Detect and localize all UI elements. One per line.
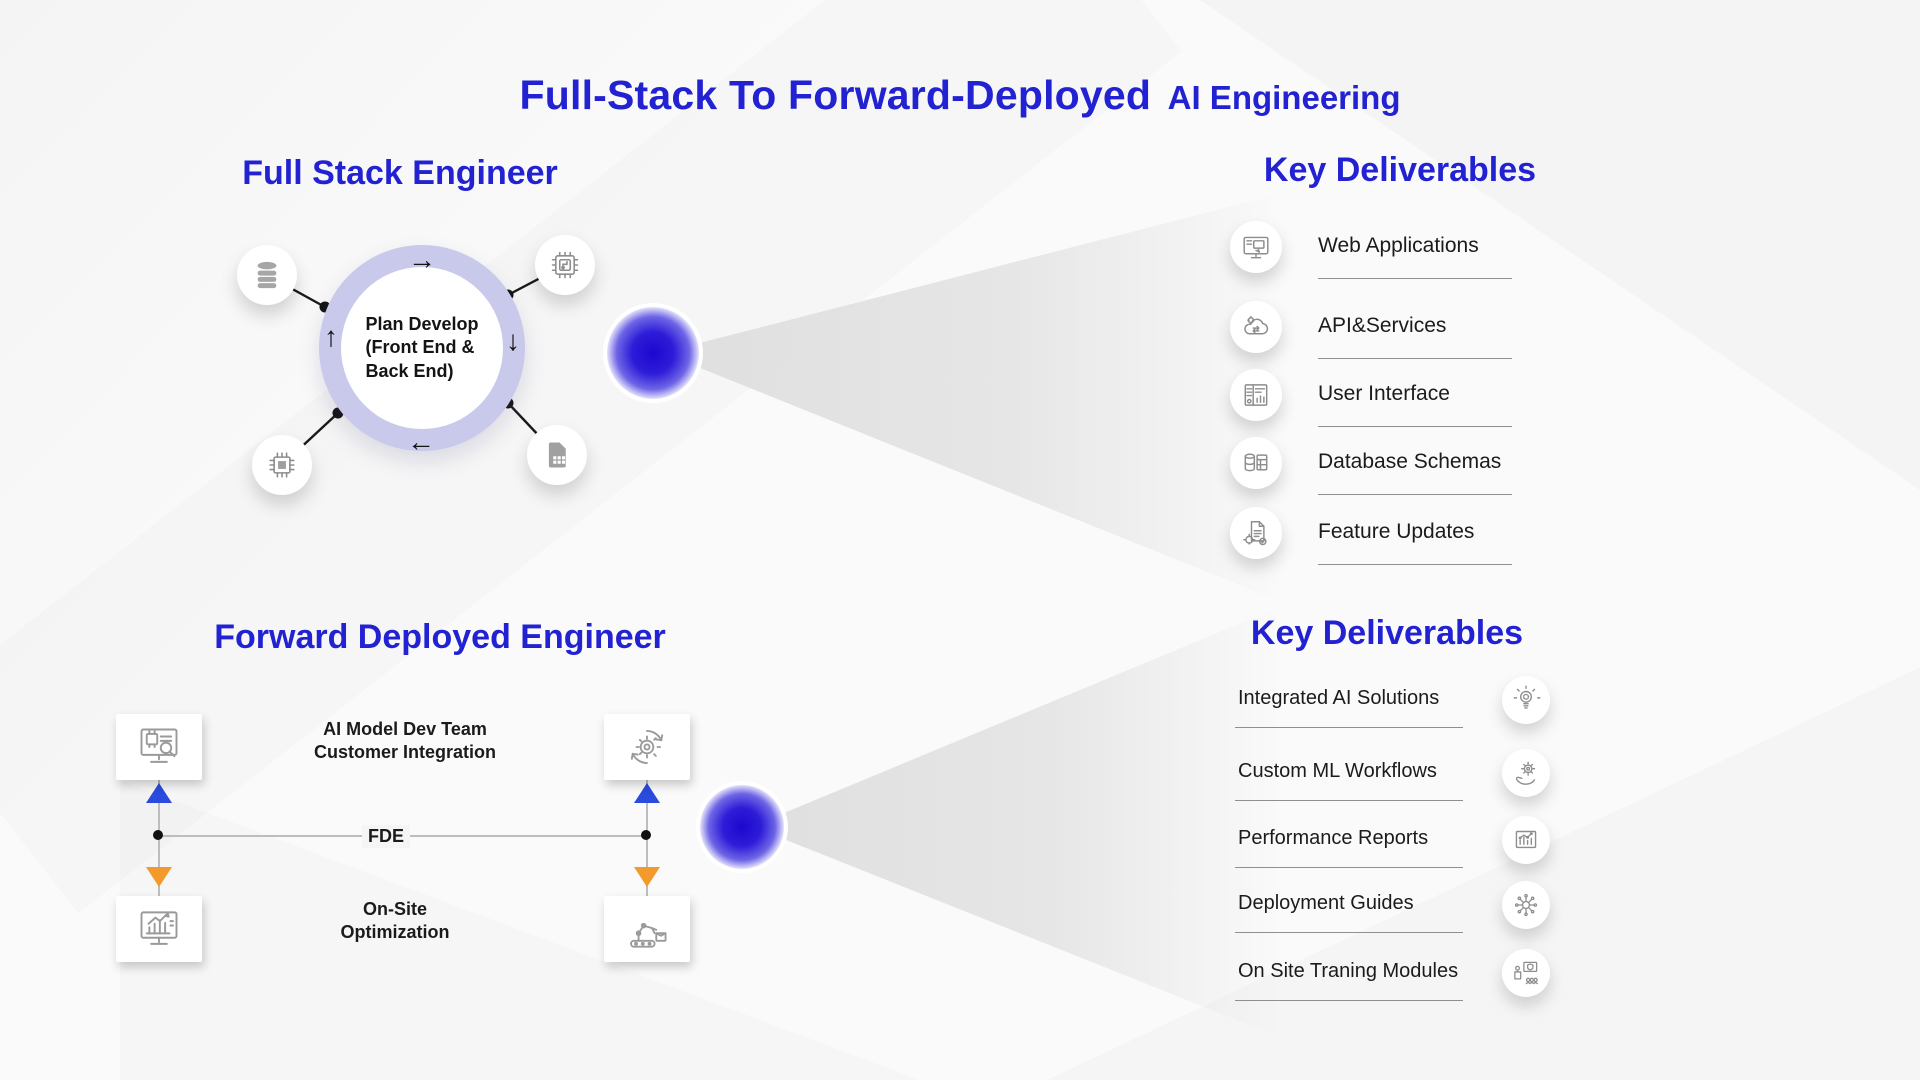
underline — [1235, 727, 1463, 728]
user-interface-icon — [1230, 369, 1282, 421]
page-title-suffix: AI Engineering — [1167, 79, 1401, 116]
fde-box-ai-review — [116, 714, 202, 780]
fde-box-analytics — [116, 896, 202, 962]
arrow-up-blue — [146, 783, 172, 803]
web-application-icon — [1230, 221, 1282, 273]
cycle-arrow-bottom: ← — [407, 426, 435, 457]
underline — [1318, 278, 1512, 279]
arrow-up-blue — [634, 783, 660, 803]
deployment-network-icon — [1502, 881, 1550, 929]
underline — [1235, 800, 1463, 801]
glow-orb-bottom — [700, 785, 784, 869]
forward-deployed-heading: Forward Deployed Engineer — [214, 618, 666, 656]
deliverable-label: Feature Updates — [1318, 520, 1475, 543]
deliverable-label: Web Applications — [1318, 234, 1479, 257]
ai-bulb-icon — [1502, 676, 1550, 724]
deliverable-label: Integrated AI Solutions — [1238, 687, 1440, 709]
sync-gear-icon — [620, 720, 674, 774]
underline — [1318, 564, 1512, 565]
fde-top-flow-label: AI Model Dev Team Customer Integration — [313, 719, 496, 763]
deliverable-label: Deployment Guides — [1238, 892, 1414, 914]
key-deliverables-top-heading: Key Deliverables — [1263, 151, 1537, 189]
fde-box-robotics — [604, 896, 690, 962]
page-title-main: Full-Stack To Forward-Deployed — [519, 72, 1152, 118]
underline — [1318, 358, 1512, 359]
chip-circuit-icon — [544, 244, 586, 286]
underline — [1235, 867, 1463, 868]
monitor-chip-search-icon — [131, 719, 187, 775]
underline — [1235, 1000, 1463, 1001]
cycle-node-chip — [535, 235, 595, 295]
cycle-ring-inner: Plan Develop (Front End & Back End) — [341, 267, 503, 429]
fde-center-label: FDE — [362, 825, 410, 849]
sim-card-icon — [537, 435, 577, 475]
underline — [1318, 494, 1512, 495]
arrow-down-orange — [146, 867, 172, 887]
full-stack-cycle-diagram: Plan Develop (Front End & Back End) → ↓ … — [130, 205, 650, 535]
underline — [1318, 426, 1512, 427]
robot-arm-icon — [620, 902, 674, 956]
cloud-api-icon — [1230, 301, 1282, 353]
fde-box-integration — [604, 714, 690, 780]
cycle-node-database — [237, 245, 297, 305]
deliverable-label: Performance Reports — [1238, 827, 1429, 849]
page-title: Full-Stack To Forward-Deployed AI Engine… — [0, 72, 1920, 119]
microchip-icon — [261, 444, 303, 486]
performance-chart-icon — [1502, 816, 1550, 864]
arrow-down-orange — [634, 867, 660, 887]
cycle-arrow-top: → — [408, 244, 436, 275]
feature-updates-icon — [1230, 507, 1282, 559]
fde-bottom-flow-label: On-Site Optimization — [340, 899, 450, 943]
deliverable-label: On Site Traning Modules — [1238, 960, 1459, 982]
training-presentation-icon — [1502, 949, 1550, 997]
cycle-arrow-right: ↓ — [506, 325, 520, 356]
deliverable-label: Custom ML Workflows — [1238, 760, 1437, 782]
cycle-ring: Plan Develop (Front End & Back End) — [319, 245, 525, 451]
database-schema-icon — [1230, 437, 1282, 489]
underline — [1235, 932, 1463, 933]
cycle-node-sim — [527, 425, 587, 485]
database-icon — [247, 255, 287, 295]
connector-dot — [641, 830, 651, 840]
cycle-arrow-left: ↑ — [324, 321, 338, 352]
glow-orb-top — [607, 307, 699, 399]
deliverable-label: User Interface — [1318, 382, 1450, 405]
full-stack-heading: Full Stack Engineer — [242, 154, 558, 192]
deliverable-label: Database Schemas — [1318, 450, 1502, 473]
deliverable-label: API&Services — [1318, 314, 1447, 337]
cycle-center-label: Plan Develop (Front End & Back End) — [365, 314, 479, 381]
monitor-chart-icon — [131, 901, 187, 957]
hand-gear-icon — [1502, 749, 1550, 797]
connector-dot — [153, 830, 163, 840]
key-deliverables-bottom-heading: Key Deliverables — [1250, 614, 1524, 652]
cycle-node-microchip — [252, 435, 312, 495]
